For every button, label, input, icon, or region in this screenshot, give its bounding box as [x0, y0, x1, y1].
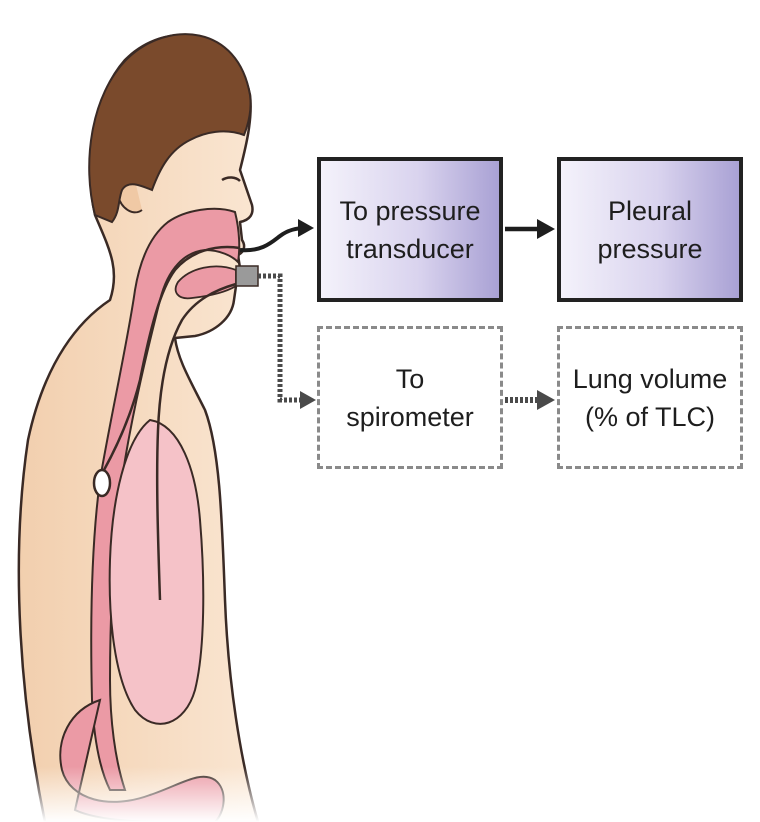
lung-volume-box: Lung volume (% of TLC) — [557, 326, 743, 469]
mouthpiece-shape — [236, 266, 258, 286]
arrow-right-icon — [537, 219, 555, 239]
pressure-transducer-line2: transducer — [346, 230, 474, 268]
person-illustration — [0, 34, 300, 822]
arrow-right-icon — [537, 390, 555, 410]
spirometer-line1: To — [396, 360, 425, 398]
lung-volume-line1: Lung volume — [573, 360, 728, 398]
arrow-catheter-to-transducer — [240, 228, 306, 250]
pressure-transducer-line1: To pressure — [339, 192, 480, 230]
arrow-mouth-to-spirometer — [258, 276, 302, 400]
spirometer-box: To spirometer — [317, 326, 503, 469]
balloon-shape — [94, 470, 110, 496]
arrow-right-icon — [298, 219, 314, 237]
arrow-right-icon — [300, 391, 316, 409]
spirometer-line2: spirometer — [346, 398, 474, 436]
lung-volume-line2: (% of TLC) — [585, 398, 715, 436]
pleural-pressure-line1: Pleural — [608, 192, 692, 230]
pleural-pressure-line2: pressure — [597, 230, 702, 268]
pressure-transducer-box: To pressure transducer — [317, 157, 503, 302]
torso-fade — [0, 600, 300, 822]
pleural-pressure-box: Pleural pressure — [557, 157, 743, 302]
